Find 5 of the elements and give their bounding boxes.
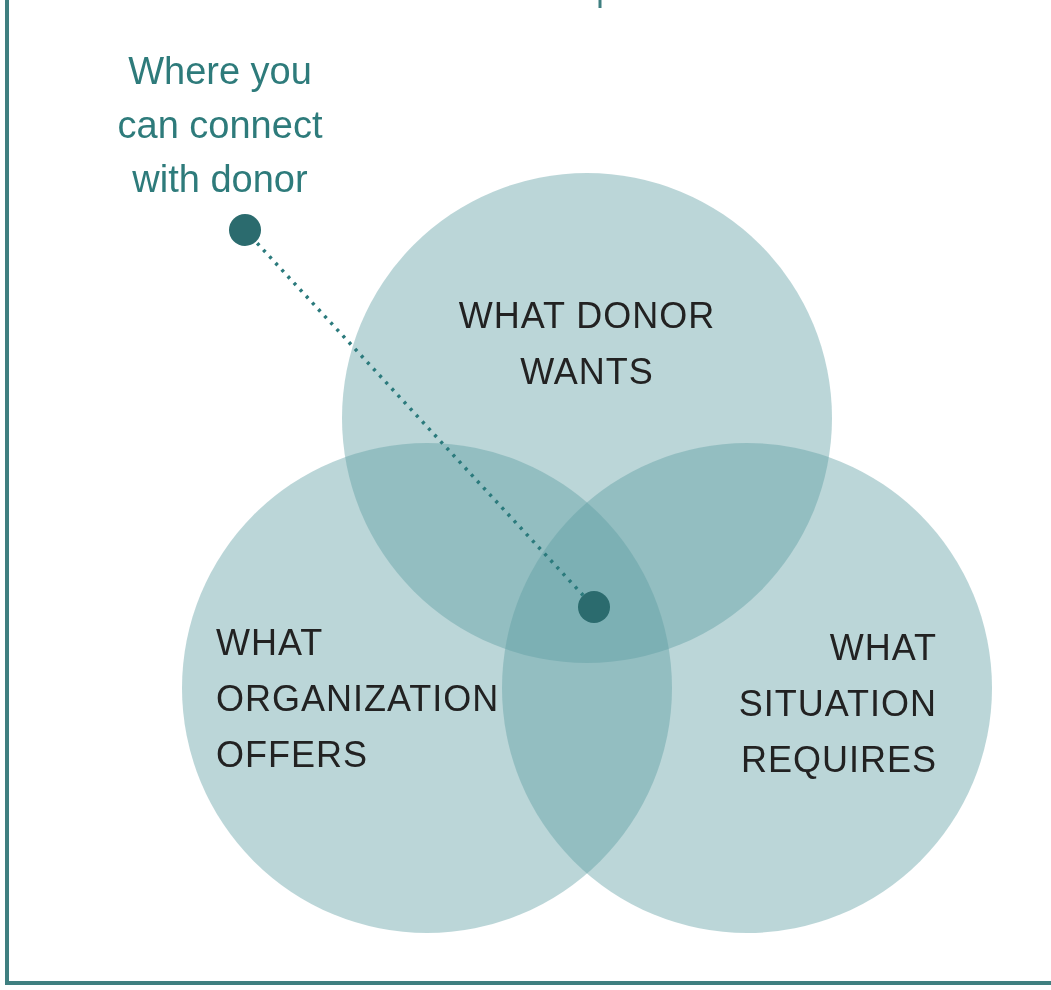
circle-label: WHAT SITUATION REQUIRES xyxy=(737,626,937,782)
callout-text: Where you can connect with donor xyxy=(116,49,324,202)
circle-label: WHAT ORGANIZATION OFFERS xyxy=(216,621,501,777)
leader-line xyxy=(229,214,585,597)
circle-label: WHAT DONOR WANTS xyxy=(457,294,717,394)
